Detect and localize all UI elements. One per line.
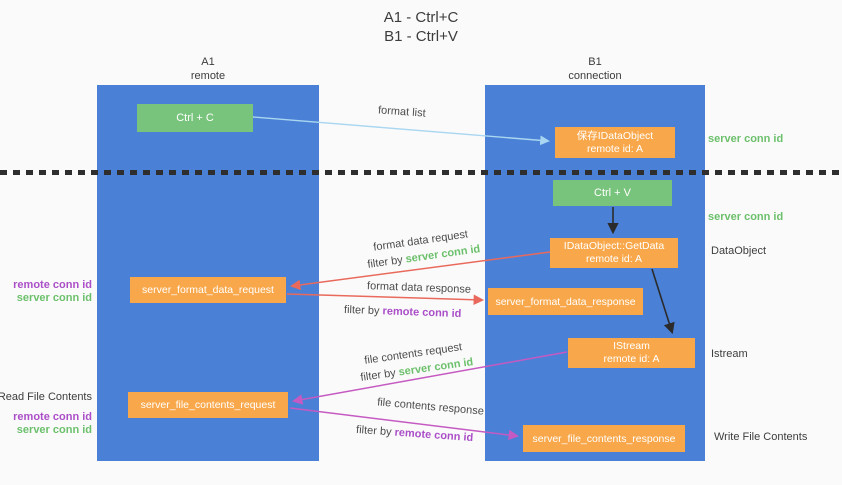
left-label-read-file-contents: Read File Contents (0, 391, 92, 403)
edge-label-file-contents-response: file contents response (376, 396, 485, 418)
right-label-istream: Istream (711, 348, 748, 360)
diagram-title: A1 - Ctrl+C B1 - Ctrl+V (0, 8, 842, 46)
node-server-format-data-response: server_format_data_response (488, 288, 643, 315)
node-ctrl-c: Ctrl + C (137, 104, 253, 132)
node-server-format-data-request: server_format_data_request (130, 277, 286, 303)
filter-by-text: filter by (366, 253, 407, 271)
node-server-format-data-request-label: server_format_data_request (142, 284, 274, 296)
node-save-idataobject-line2: remote id: A (586, 142, 644, 155)
node-ctrl-v-label: Ctrl + V (594, 187, 631, 199)
dotted-divider-line (0, 170, 842, 175)
right-label-server-conn-id-1: server conn id (708, 133, 784, 145)
lane-b-id: B1 (588, 56, 602, 68)
title-line-2: B1 - Ctrl+V (384, 28, 458, 45)
filter-key-remote-conn-id: remote conn id (394, 426, 474, 445)
right-label-dataobject: DataObject (711, 245, 767, 257)
node-istream: IStream remote id: A (568, 338, 695, 368)
filter-by-text: filter by (355, 423, 395, 439)
left-label-server-conn-id-2: server conn id (16, 424, 92, 436)
node-server-format-data-response-label: server_format_data_response (495, 295, 636, 308)
node-idataobject-getdata: IDataObject::GetData remote id: A (550, 238, 678, 268)
right-label-server-conn-id-2: server conn id (708, 211, 784, 223)
right-label-write-file-contents: Write File Contents (714, 431, 808, 443)
node-ctrl-c-label: Ctrl + C (176, 112, 214, 124)
left-label-remote-conn-id-1: remote conn id (13, 279, 92, 291)
lane-b-header: B1 connection (485, 55, 705, 83)
edge-label-format-data-response-filter: filter by remote conn id (344, 304, 462, 320)
node-server-file-contents-request-label: server_file_contents_request (140, 399, 276, 411)
filter-by-text: filter by (359, 366, 400, 384)
node-save-idataobject: 保存IDataObject remote id: A (555, 127, 675, 158)
node-ctrl-v: Ctrl + V (553, 180, 672, 206)
left-label-server-conn-id-1: server conn id (16, 292, 92, 304)
node-server-file-contents-request: server_file_contents_request (128, 392, 288, 418)
node-server-file-contents-response: server_file_contents_response (523, 425, 685, 452)
filter-key-remote-conn-id: remote conn id (382, 305, 462, 321)
edge-label-format-list: format list (377, 104, 427, 120)
title-line-1: A1 - Ctrl+C (383, 9, 459, 26)
node-istream-line2: remote id: A (603, 353, 660, 365)
node-save-idataobject-line1: 保存IDataObject (576, 129, 654, 142)
lane-b-label: connection (568, 70, 622, 82)
lane-a-label: remote (190, 70, 226, 82)
node-idataobject-getdata-line2: remote id: A (585, 253, 643, 265)
left-label-remote-conn-id-2: remote conn id (13, 411, 92, 423)
filter-by-text: filter by (343, 303, 383, 318)
lane-a-header: A1 remote (97, 55, 319, 83)
lane-a-id: A1 (201, 56, 215, 68)
node-server-file-contents-response-label: server_file_contents_response (532, 432, 676, 445)
node-istream-line1: IStream (613, 340, 650, 352)
node-idataobject-getdata-line1: IDataObject::GetData (563, 240, 665, 252)
edge-label-file-contents-response-filter: filter by remote conn id (356, 424, 474, 444)
edge-label-format-data-response: format data response (366, 280, 472, 296)
